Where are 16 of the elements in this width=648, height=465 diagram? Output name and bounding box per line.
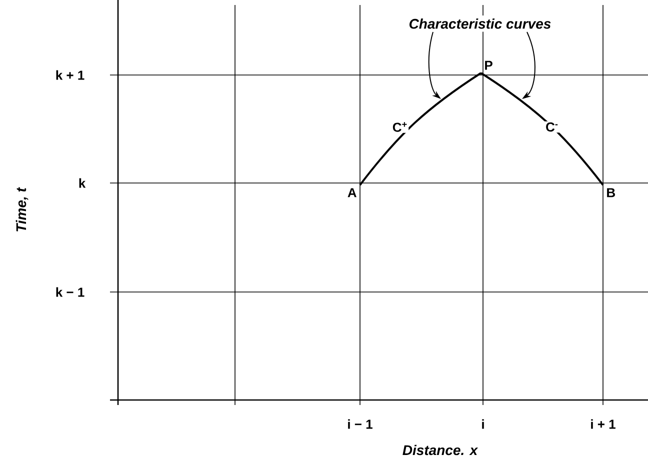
point-label: B [607,188,615,198]
tick-label: i [482,419,484,429]
axis-title: Time, t [16,187,28,232]
point-label: P [485,60,492,70]
axis-title: Distance. x [402,444,478,456]
edge-label: C$^{+}$ [391,121,409,133]
tick-label: i − 1 [348,419,372,429]
point-label: A [348,188,356,198]
tick-label: k − 1 [56,287,84,297]
characteristic-curve [480,72,604,186]
tick-label: i + 1 [591,419,616,429]
tick-label: k + 1 [56,70,84,80]
caption-text: Characteristic curves [406,16,554,32]
characteristic-curve [359,72,482,186]
tick-label: k [79,178,86,188]
edge-label: C$^{-}$ [544,121,560,133]
